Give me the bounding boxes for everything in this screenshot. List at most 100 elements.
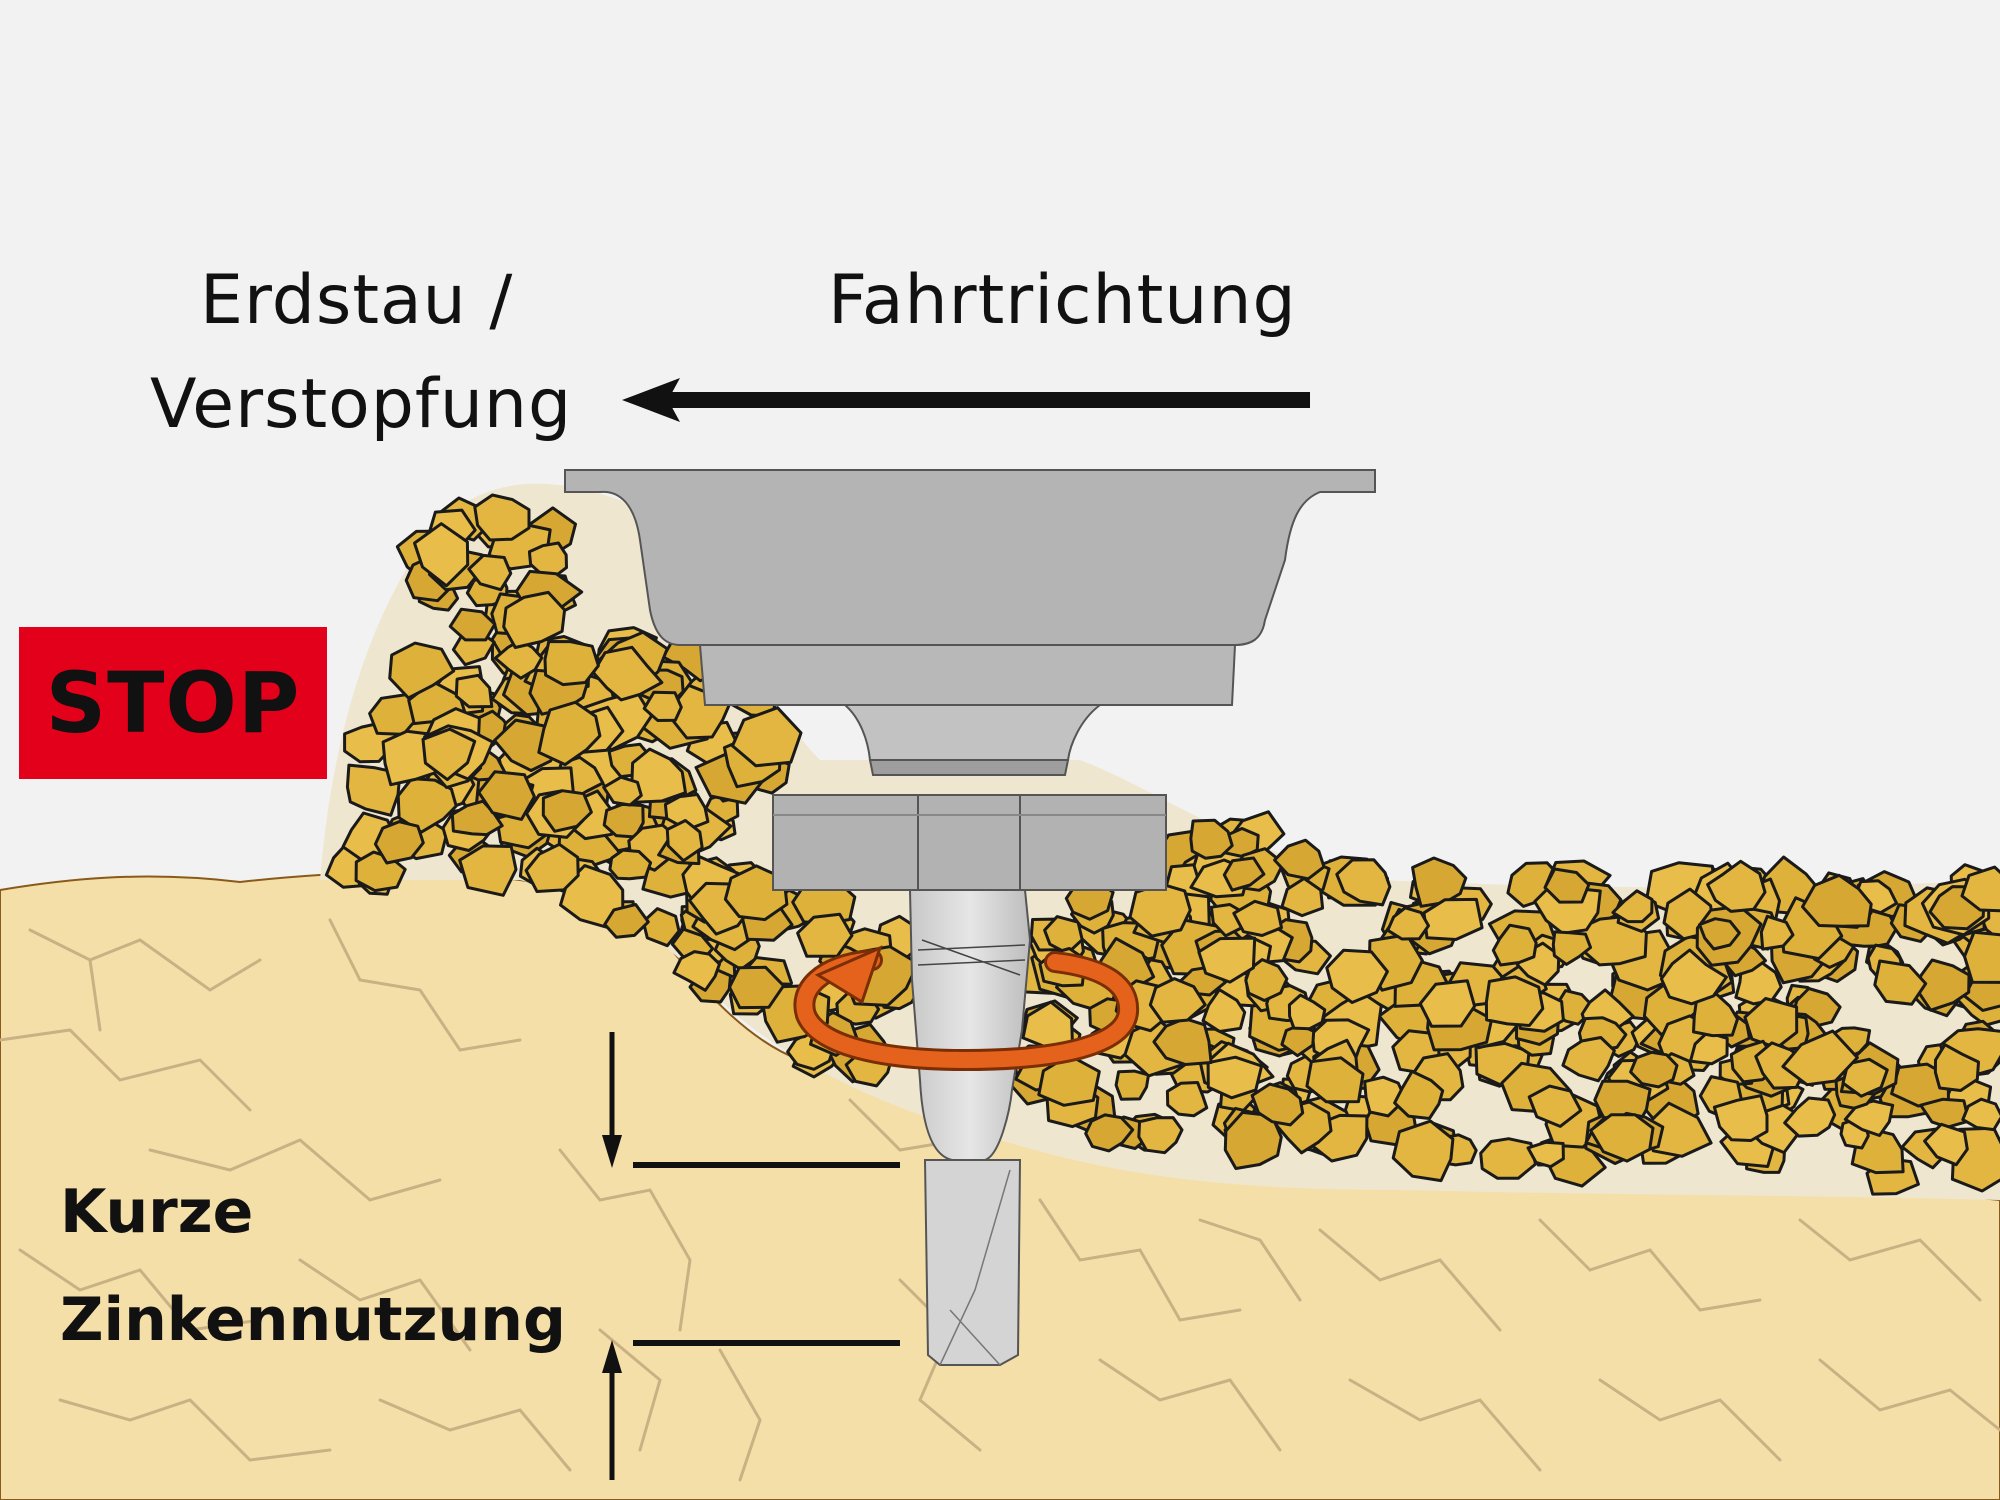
arrow-left-icon (622, 378, 1310, 422)
stone (1543, 867, 1591, 904)
stone (421, 727, 477, 782)
stone (1137, 1116, 1184, 1155)
stone (1386, 906, 1430, 941)
stone (1335, 858, 1392, 907)
stone (591, 645, 664, 702)
stone (1325, 948, 1389, 1004)
stone (1393, 1069, 1445, 1120)
stone (1222, 856, 1266, 892)
stone (1484, 975, 1545, 1027)
stone (502, 590, 567, 649)
stone (1148, 977, 1207, 1024)
stone (1574, 914, 1648, 967)
stone (477, 770, 536, 821)
stone (1197, 936, 1257, 984)
stone (1561, 1036, 1616, 1083)
stone (1305, 1056, 1365, 1104)
rotary-harrow-machine (564, 469, 1376, 1366)
stone (1479, 1137, 1537, 1180)
stone (1527, 1084, 1583, 1128)
blockage-label-line2: Verstopfung (150, 365, 573, 444)
stone (1961, 1097, 2000, 1132)
blockage-label-line1: Erdstau / (200, 261, 514, 340)
stone (458, 844, 518, 897)
stone (1287, 993, 1327, 1031)
stone (1165, 1081, 1209, 1118)
stone (1589, 1113, 1655, 1163)
stone (1659, 948, 1728, 1006)
stone (672, 950, 721, 992)
tine-usage-markers (602, 1032, 900, 1480)
soil-cracks (0, 918, 2000, 1482)
stone (1128, 882, 1192, 938)
stone (1152, 1017, 1213, 1066)
usage-label-line1: Kurze (60, 1177, 254, 1247)
stone (543, 640, 600, 687)
stone (1743, 997, 1799, 1050)
rotation-icon (793, 945, 1140, 1072)
stone (602, 802, 645, 839)
stone (1629, 1050, 1679, 1089)
stone (1201, 988, 1247, 1033)
stone (1917, 958, 1971, 1012)
stone (642, 690, 683, 722)
stone (1933, 1043, 1980, 1092)
stone (1206, 1055, 1264, 1100)
stone (1689, 1031, 1729, 1066)
stone (641, 907, 681, 948)
stone (413, 522, 470, 588)
stone (373, 820, 425, 865)
stone (1084, 1113, 1135, 1153)
stone (1759, 914, 1795, 951)
stone (527, 541, 568, 579)
stone (1783, 1096, 1837, 1138)
stone (1843, 1099, 1895, 1137)
direction-label: Fahrtrichtung (828, 261, 1297, 340)
stone (388, 641, 456, 700)
stone (1706, 859, 1767, 913)
stone (1189, 818, 1234, 860)
stone (1273, 838, 1326, 881)
stone (1611, 889, 1654, 924)
stone (602, 775, 643, 807)
stone (537, 700, 602, 767)
stone (1422, 897, 1484, 941)
stone (1491, 923, 1538, 967)
stone (493, 639, 544, 680)
stone (473, 493, 531, 542)
stone (603, 903, 650, 939)
stone (1963, 930, 2000, 984)
stone (396, 777, 458, 834)
stone (608, 848, 653, 881)
stone (1960, 865, 2000, 913)
stone (1692, 992, 1739, 1038)
stone (1712, 1094, 1769, 1142)
stone (1873, 959, 1928, 1006)
stone (541, 789, 593, 833)
stone (1223, 1110, 1283, 1170)
stone (728, 965, 786, 1010)
stone (1551, 930, 1593, 966)
stop-label: STOP (45, 654, 301, 752)
stone (467, 553, 513, 592)
stone (448, 607, 497, 642)
stone (1114, 1069, 1150, 1101)
stone (1280, 877, 1325, 918)
stone (454, 673, 494, 709)
stone (1781, 1029, 1859, 1087)
stone (1526, 1140, 1565, 1169)
stone (1232, 899, 1283, 937)
usage-label-line2: Zinkennutzung (60, 1285, 566, 1355)
stone (1250, 1082, 1305, 1127)
stone (1923, 1122, 1969, 1167)
stone (1801, 873, 1873, 928)
stone (524, 842, 580, 893)
stone (1391, 1119, 1455, 1183)
stone (731, 706, 803, 768)
stone (630, 747, 687, 804)
stop-sign: STOP (19, 627, 327, 779)
stone (1280, 1023, 1316, 1058)
stone (665, 819, 704, 863)
stone (1418, 979, 1477, 1028)
